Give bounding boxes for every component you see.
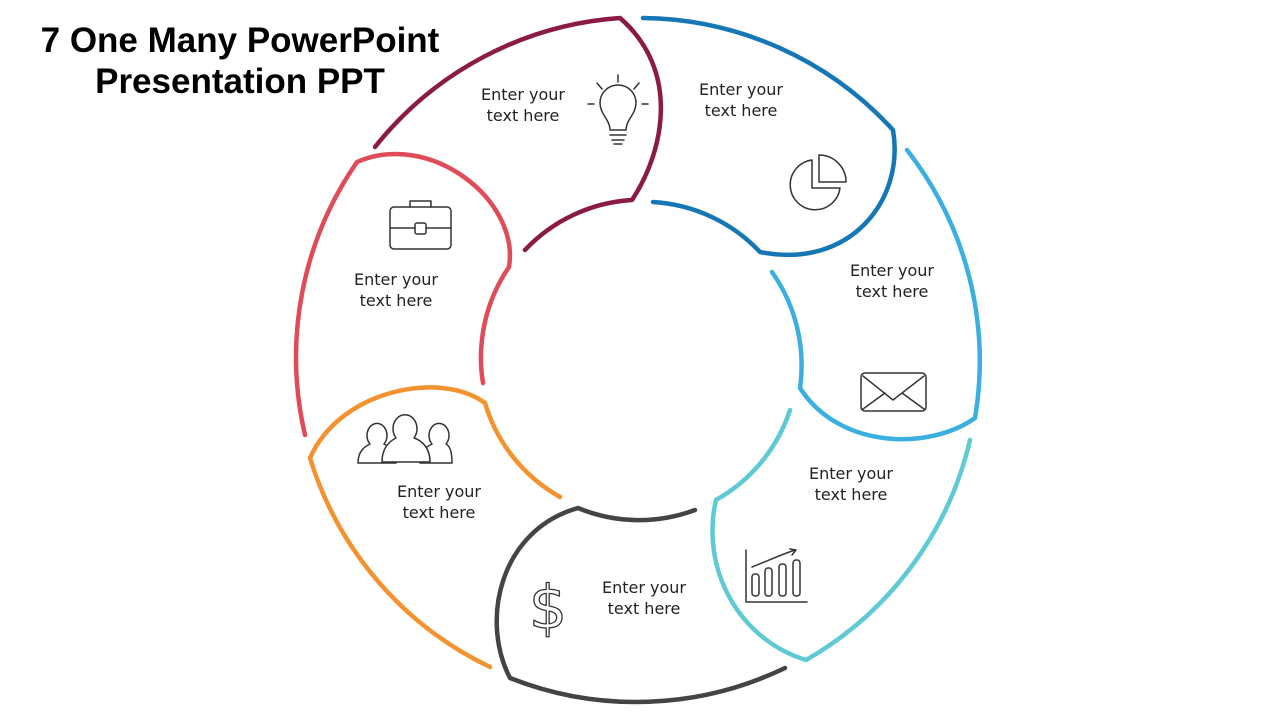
segment-label-6: Enter your text here xyxy=(369,481,509,523)
pie-chart-icon xyxy=(789,154,847,211)
segment-label-2: Enter your text here xyxy=(671,79,811,121)
segment-gray xyxy=(494,505,788,705)
label-line: text here xyxy=(607,599,681,618)
title-line-2: Presentation PPT xyxy=(95,62,385,101)
segment-label-1: Enter your text here xyxy=(453,84,593,126)
segment-label-5: Enter your text here xyxy=(574,577,714,619)
label-line: text here xyxy=(814,485,888,504)
segment-label-7: Enter your text here xyxy=(326,269,466,311)
segment-teal xyxy=(710,407,973,663)
label-line: Enter your xyxy=(396,482,481,501)
envelope-icon xyxy=(860,372,927,412)
segment-blue xyxy=(640,15,897,258)
label-line: Enter your xyxy=(698,80,783,99)
segment-orange xyxy=(307,385,563,670)
segment-label-3: Enter your text here xyxy=(822,260,962,302)
bar-chart-icon xyxy=(745,548,808,603)
label-line: Enter your xyxy=(353,270,438,289)
label-line: text here xyxy=(704,101,778,120)
label-line: Enter your xyxy=(601,578,686,597)
label-line: Enter your xyxy=(808,464,893,483)
segment-label-4: Enter your text here xyxy=(781,463,921,505)
lightbulb-icon xyxy=(587,74,649,145)
dollar-icon: $ xyxy=(528,572,567,643)
slide-title: 7 One Many PowerPoint Presentation PPT xyxy=(20,20,460,102)
label-line: Enter your xyxy=(480,85,565,104)
title-line-1: 7 One Many PowerPoint xyxy=(40,21,440,60)
label-line: text here xyxy=(359,291,433,310)
segment-red xyxy=(293,151,513,438)
svg-text:$: $ xyxy=(529,573,567,643)
briefcase-icon xyxy=(389,200,452,250)
segment-maroon xyxy=(372,15,664,253)
segment-light-blue xyxy=(769,147,982,442)
label-line: text here xyxy=(486,106,560,125)
label-line: text here xyxy=(855,282,929,301)
label-line: Enter your xyxy=(849,261,934,280)
label-line: text here xyxy=(402,503,476,522)
people-icon xyxy=(357,414,453,464)
